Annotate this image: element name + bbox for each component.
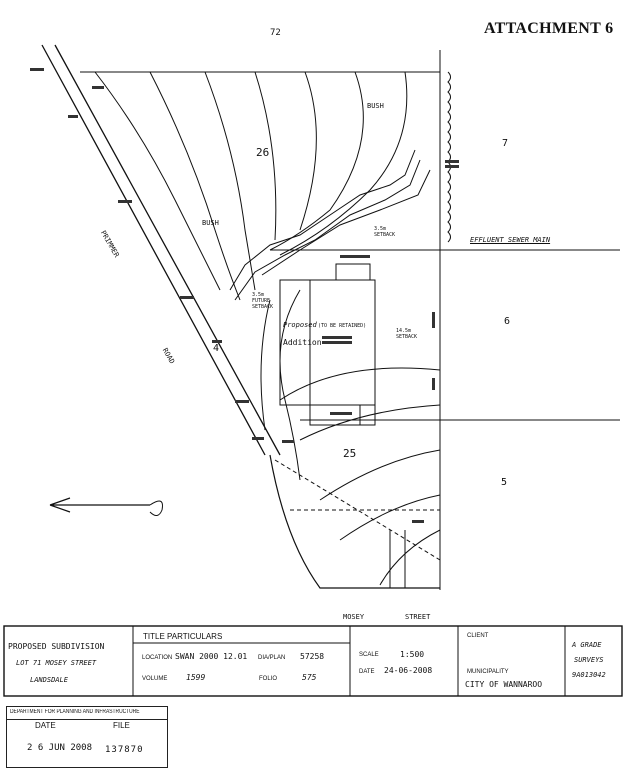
outbuilding	[335, 263, 371, 281]
vegetation-line-1	[229, 149, 416, 291]
contour-5	[299, 71, 317, 231]
vegetation-line-3	[261, 169, 431, 276]
municipality-value: CITY OF WANNAROO	[465, 680, 543, 689]
mosey-street-label: MOSEY	[343, 613, 365, 621]
contour-4	[254, 71, 277, 241]
stamp-department-name: DEPARTMENT FOR PLANNING AND INFRASTRUCTU…	[10, 709, 140, 715]
primmer-road-edge-1	[41, 44, 266, 456]
addition-label: Addition	[283, 338, 322, 347]
title-block-frame	[3, 625, 623, 697]
dia-plan-label: DIA/PLAN	[258, 655, 286, 661]
brick-office	[309, 404, 361, 426]
department-stamp: DEPARTMENT FOR PLANNING AND INFRASTRUCTU…	[6, 706, 168, 768]
folio-label: FOLIO	[259, 676, 278, 682]
volume-value: 1599	[186, 673, 206, 682]
scale-value: 1:500	[400, 650, 425, 659]
setback-note-1: 3.5m SETBACK	[374, 226, 396, 238]
attachment-heading: ATTACHMENT 6	[484, 20, 614, 37]
stamp-file-value: 137870	[105, 745, 144, 755]
primmer-road-edge-2	[54, 44, 281, 456]
contour-low-6	[279, 289, 301, 481]
lot-25-label: 25	[343, 447, 357, 460]
project-line-3: LANDSDALE	[30, 676, 68, 684]
title-particulars-heading: TITLE PARTICULARS	[143, 632, 223, 641]
stamp-file-label: FILE	[113, 721, 130, 730]
project-line-2: LOT 71 MOSEY STREET	[16, 659, 97, 667]
volume-label: VOLUME	[142, 676, 168, 682]
contour-low-7	[260, 299, 271, 431]
contour-7	[279, 71, 408, 256]
contour-low-3	[319, 449, 441, 501]
lot-72-label: 72	[270, 28, 281, 38]
setback-note-2: 14.5m SETBACK	[396, 328, 418, 340]
lot-4-label: 4	[213, 343, 220, 354]
contour-3	[204, 71, 256, 291]
mosey-corner-curve	[269, 454, 440, 589]
stamp-date-value: 2 6 JUN 2008	[27, 743, 93, 753]
setback-note-future: 3.5m FUTURE SETBACK	[252, 292, 274, 310]
dia-plan-value: 57258	[300, 652, 325, 661]
existing-dwelling	[309, 279, 376, 426]
stamp-date-label: DATE	[35, 721, 56, 730]
lot-6-label: 6	[504, 316, 511, 327]
surveyor-line-1: A GRADE	[572, 641, 602, 649]
date-value: 24-06-2008	[384, 666, 433, 675]
street-label: STREET	[405, 613, 431, 621]
lot-7-label: 7	[502, 138, 509, 149]
contour-low-1	[279, 367, 441, 401]
project-line-1: PROPOSED SUBDIVISION	[8, 642, 105, 651]
tree-line	[447, 71, 451, 243]
north-arrow-head	[149, 500, 163, 516]
contour-low-5	[379, 529, 441, 586]
contour-low-4	[339, 494, 441, 541]
proposed-label: Proposed	[283, 321, 317, 329]
municipality-label: MUNICIPALITY	[467, 669, 509, 675]
date-label: DATE	[359, 669, 375, 675]
effluent-sewer-label: EFFLUENT SEWER MAIN	[470, 236, 551, 244]
lot-5-label: 5	[501, 477, 508, 488]
client-label: CLIENT	[467, 633, 489, 639]
contour-low-2	[299, 404, 441, 441]
north-arrow	[49, 497, 150, 513]
surveyor-number: 9A013042	[572, 671, 606, 679]
location-value: SWAN 2000 12.01	[175, 652, 248, 661]
location-label: LOCATION	[142, 655, 173, 661]
bush-label-2: BUSH	[202, 219, 219, 227]
scale-label: SCALE	[359, 652, 379, 658]
contour-1	[94, 71, 221, 291]
to-be-retained-label: (TO BE RETAINED)	[318, 323, 367, 329]
bush-label-1: BUSH	[367, 102, 384, 110]
folio-value: 575	[302, 673, 317, 682]
surveyor-line-2: SURVEYS	[574, 656, 604, 664]
vegetation-line-2	[234, 159, 421, 301]
lot-26-label: 26	[256, 146, 270, 159]
contour-2	[149, 71, 241, 301]
